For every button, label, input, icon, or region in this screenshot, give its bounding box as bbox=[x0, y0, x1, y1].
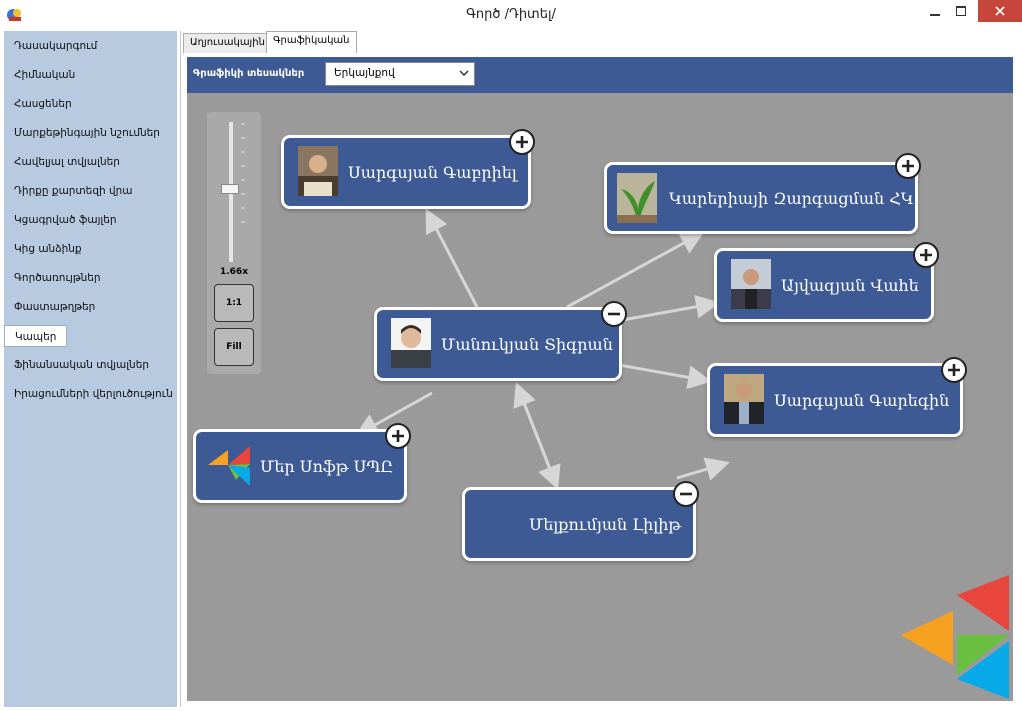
node-lilit[interactable]: Մելքումյան Լիլիթ bbox=[462, 487, 696, 561]
minimize-icon bbox=[930, 14, 940, 16]
node-label: Մանուկյան Տիգրան bbox=[441, 334, 613, 354]
zoom-slider-ticks bbox=[241, 123, 245, 223]
node-label: Կարերիայի Զարգացման ՀԿ bbox=[669, 188, 914, 208]
person-photo bbox=[724, 374, 764, 424]
maximize-icon bbox=[956, 6, 966, 16]
node-mersoft[interactable]: Մեր Սոֆթ ՍՊԸ bbox=[193, 429, 407, 503]
graph-type-label: Գրաֆիկի տեսակներ bbox=[193, 68, 305, 79]
window-title: Գործ /Դիտել/ bbox=[466, 7, 556, 22]
content-area: Աղյուսակային Գրաֆիկական Գրաֆիկի տեսակներ… bbox=[180, 31, 1020, 707]
node-label: Սարգսյան Գաբրիել bbox=[348, 162, 517, 182]
sidebar-item-map-position[interactable]: Դիրքը քարտեզի վրա bbox=[14, 185, 133, 197]
minimize-button[interactable] bbox=[922, 0, 948, 22]
plus-icon bbox=[920, 249, 932, 261]
sidebar: Դասակարգում Հիմնական Հասցեներ Մարքեթինգա… bbox=[4, 31, 177, 707]
graph-canvas[interactable]: 1.66x 1:1 Fill Սարգսյան Գաբրիել Կարե bbox=[187, 93, 1013, 701]
graph-toolbar: Գրաֆիկի տեսակներ Երկայնքով bbox=[187, 57, 1013, 93]
node-kareriayi[interactable]: Կարերիայի Զարգացման ՀԿ bbox=[604, 162, 918, 234]
zoom-level-label: 1.66x bbox=[219, 267, 248, 277]
zoom-fill-button[interactable]: Fill bbox=[214, 328, 254, 366]
sidebar-item-attached-files[interactable]: Կցագրված ֆայլեր bbox=[14, 214, 117, 226]
chevron-down-icon bbox=[459, 70, 469, 77]
person-photo bbox=[391, 318, 431, 368]
edge-tigran-gabriel bbox=[425, 208, 479, 308]
mersoft-logo-icon bbox=[208, 446, 250, 486]
sidebar-item-classification[interactable]: Դասակարգում bbox=[14, 40, 98, 52]
close-button[interactable] bbox=[978, 0, 1022, 22]
person-photo bbox=[731, 259, 771, 309]
node-tigran[interactable]: Մանուկյան Տիգրան bbox=[374, 307, 622, 381]
node-gabriel[interactable]: Սարգսյան Գաբրիել bbox=[281, 135, 531, 209]
node-label: Այվազյան Վահե bbox=[781, 275, 919, 295]
graph-edges bbox=[354, 208, 730, 490]
plus-icon bbox=[516, 136, 528, 148]
plus-icon bbox=[392, 430, 404, 442]
plus-icon bbox=[948, 364, 960, 376]
sidebar-item-related-persons[interactable]: Կից անձինք bbox=[14, 243, 82, 255]
edge-tigran-garegin bbox=[618, 363, 712, 390]
expand-kareriayi-button[interactable] bbox=[895, 153, 921, 179]
maximize-button[interactable] bbox=[948, 0, 974, 22]
edge-tigran-mersoft bbox=[354, 391, 433, 437]
sidebar-item-documents[interactable]: Փաստաթղթեր bbox=[14, 301, 96, 313]
tab-graphic[interactable]: Գրաֆիկական bbox=[266, 31, 357, 53]
sidebar-item-connections[interactable]: Կապեր bbox=[4, 325, 68, 347]
plant-photo bbox=[617, 173, 657, 223]
sidebar-item-extra-data[interactable]: Հավելյալ տվյալներ bbox=[14, 156, 120, 168]
expand-gabriel-button[interactable] bbox=[509, 129, 535, 155]
zoom-panel: 1.66x 1:1 Fill bbox=[207, 112, 261, 374]
close-icon bbox=[995, 6, 1005, 16]
expand-mersoft-button[interactable] bbox=[385, 423, 411, 449]
edge-tigran-kareriayi bbox=[566, 231, 705, 309]
plus-icon bbox=[902, 160, 914, 172]
title-bar: Գործ /Դիտել/ bbox=[0, 0, 1022, 30]
graph-type-select[interactable]: Երկայնքով bbox=[325, 62, 475, 86]
zoom-slider-thumb[interactable] bbox=[221, 184, 239, 195]
edge-tigran-lilit bbox=[515, 384, 561, 490]
node-vahe[interactable]: Այվազյան Վահե bbox=[714, 248, 934, 322]
sidebar-item-sales-analysis[interactable]: Իրացումների վերլուծություն bbox=[14, 388, 173, 400]
collapse-tigran-button[interactable] bbox=[601, 301, 627, 327]
edge-lilit-garegin bbox=[676, 457, 730, 481]
sidebar-item-operations[interactable]: Գործառույթներ bbox=[14, 272, 101, 284]
sidebar-item-marketing-notes[interactable]: Մարքեթինգային նշումներ bbox=[14, 127, 160, 139]
node-garegin[interactable]: Սարգսյան Գարեգին bbox=[707, 363, 963, 437]
minus-icon bbox=[680, 492, 692, 496]
node-label: Մեր Սոֆթ ՍՊԸ bbox=[260, 456, 394, 476]
collapse-lilit-button[interactable] bbox=[673, 481, 699, 507]
zoom-actual-size-button[interactable]: 1:1 bbox=[214, 284, 254, 322]
sidebar-item-financial-data[interactable]: Ֆինանսական տվյալներ bbox=[14, 359, 150, 371]
sidebar-item-addresses[interactable]: Հասցեներ bbox=[14, 98, 72, 110]
expand-garegin-button[interactable] bbox=[941, 357, 967, 383]
node-label: Սարգսյան Գարեգին bbox=[774, 390, 950, 410]
app-icon bbox=[7, 9, 21, 21]
brand-logo-icon bbox=[901, 575, 1009, 699]
edge-tigran-vahe bbox=[616, 294, 720, 323]
minus-icon bbox=[608, 312, 620, 316]
tab-table[interactable]: Աղյուսակային bbox=[183, 33, 272, 53]
node-label: Մելքումյան Լիլիթ bbox=[529, 514, 682, 534]
sidebar-item-main[interactable]: Հիմնական bbox=[14, 69, 76, 81]
person-photo bbox=[298, 146, 338, 196]
expand-vahe-button[interactable] bbox=[913, 242, 939, 268]
graph-type-value: Երկայնքով bbox=[334, 67, 395, 79]
